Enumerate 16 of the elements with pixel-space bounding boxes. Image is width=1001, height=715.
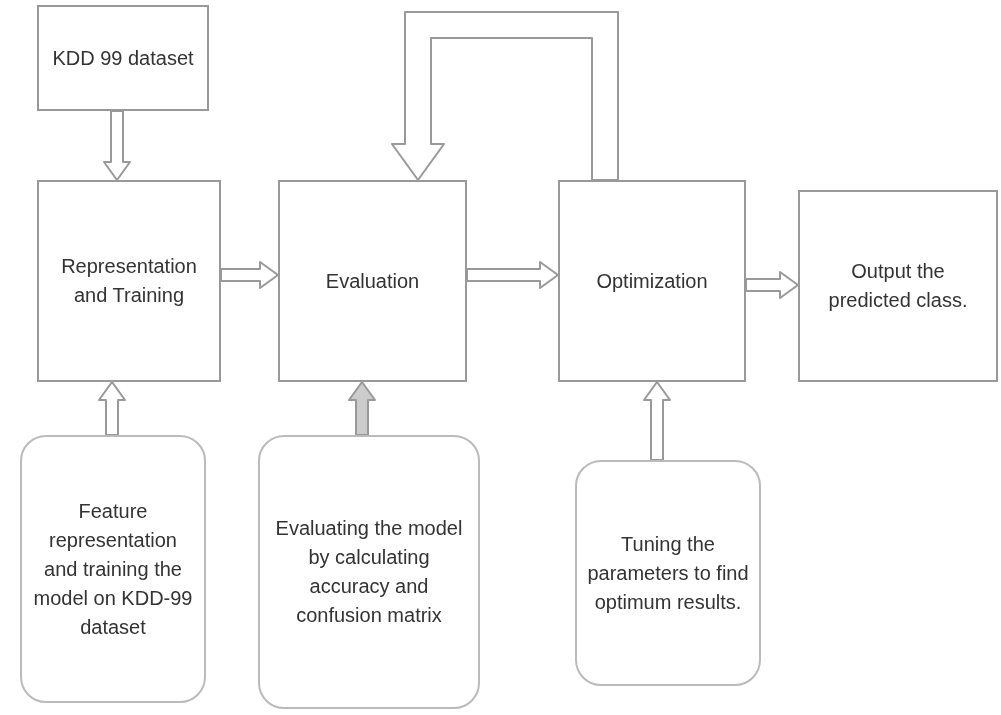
block-arrow (98, 381, 126, 436)
block-arrow (643, 381, 671, 461)
note-box: Feature representation and training the model on KDD-99 dataset (20, 435, 206, 703)
block-arrow (103, 110, 131, 181)
block-arrow (348, 381, 376, 436)
note-box: Evaluating the model by calculating accuracy and confusion matrix (258, 435, 480, 709)
block-arrow (391, 11, 619, 181)
process-box: Evaluation (278, 180, 467, 382)
block-arrow (745, 271, 799, 299)
block-arrow (220, 261, 279, 289)
note-box: Tuning the parameters to find optimum results. (575, 460, 761, 686)
process-box: KDD 99 dataset (37, 5, 209, 111)
block-arrow (466, 261, 559, 289)
process-box: Output the predicted class. (798, 190, 998, 382)
process-box: Representation and Training (37, 180, 221, 382)
process-box: Optimization (558, 180, 746, 382)
